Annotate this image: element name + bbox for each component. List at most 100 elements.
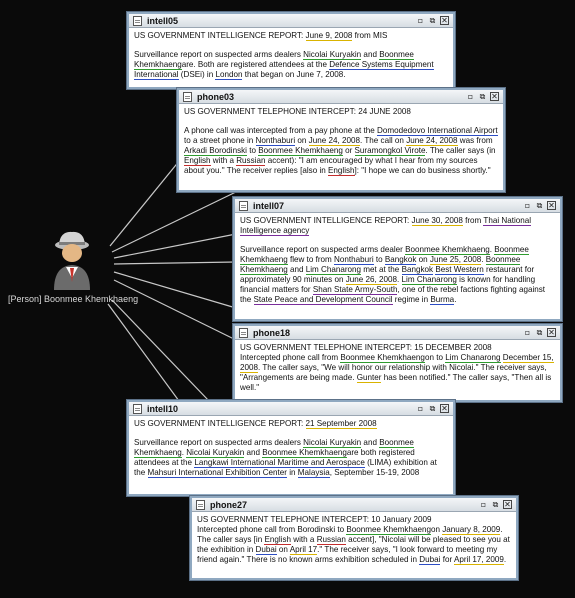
entity-link-green[interactable]: Boonmee Khemkhaeng xyxy=(258,146,343,156)
entity-link-blue[interactable]: Dubai xyxy=(255,545,277,555)
entity-link-blue[interactable]: Malaysia xyxy=(297,468,330,478)
entity-link-purple[interactable]: Shan State Army-South xyxy=(312,285,398,295)
titlebar[interactable]: intell05 ▫ ⧉ ✕ xyxy=(129,14,453,28)
entity-link-yellow[interactable]: June 24, 2008 xyxy=(406,136,458,146)
entity-link-blue[interactable]: Nonthaburi xyxy=(334,255,374,265)
report-text: US GOVERNMENT TELEPHONE INTERCEPT: 24 JU… xyxy=(184,107,411,116)
window-phone18[interactable]: phone18 ▫ ⧉ ✕ US GOVERNMENT TELEPHONE IN… xyxy=(233,324,562,402)
entity-link-blue[interactable]: Mahsuri International Exhibition Center xyxy=(147,468,287,478)
close-icon[interactable]: ✕ xyxy=(440,16,449,25)
report-text: that began on June 7, 2008. xyxy=(242,70,346,79)
titlebar[interactable]: phone18 ▫ ⧉ ✕ xyxy=(235,326,560,340)
entity-link-yellow[interactable]: April 17 xyxy=(289,545,318,555)
entity-link-green[interactable]: Boonmee Khemkhaeng xyxy=(240,255,521,275)
report-paragraph: Surveillance report on suspected arms de… xyxy=(134,50,448,80)
link-intell07 xyxy=(113,233,237,259)
report-text: to xyxy=(373,255,385,264)
entity-link-yellow[interactable]: April 17, 2009 xyxy=(453,555,504,565)
restore-icon[interactable]: ⧉ xyxy=(536,328,543,337)
entity-link-green[interactable]: Lim Chanarong xyxy=(401,275,457,285)
report-text: . The caller says [in xyxy=(197,525,503,544)
link-phone03 xyxy=(109,159,181,247)
entity-link-blue[interactable]: Nonthaburi xyxy=(255,136,296,146)
entity-link-green[interactable]: Boonmee Khemkhaeng xyxy=(405,245,490,255)
entity-link-blue[interactable]: Bangkok xyxy=(384,255,417,265)
report-text: regime in xyxy=(392,295,431,304)
restore-icon[interactable]: ⧉ xyxy=(429,404,436,413)
entity-link-purple[interactable]: State Peace and Development Council xyxy=(253,295,393,305)
window-intell10[interactable]: intell10 ▫ ⧉ ✕ US GOVERNMENT INTELLIGENC… xyxy=(127,400,455,496)
entity-link-blue[interactable]: Domodedovo International Airport xyxy=(377,126,498,136)
entity-link-green[interactable]: Nicolai Kuryakin xyxy=(303,438,362,448)
entity-link-yellow[interactable]: June 24, 2008 xyxy=(308,136,360,146)
entity-link-blue[interactable]: Defence Systems Equipment International xyxy=(134,60,434,80)
minimize-icon[interactable]: ▫ xyxy=(417,16,424,25)
entity-link-blue[interactable]: London xyxy=(215,70,243,80)
document-icon xyxy=(133,15,142,26)
entity-link-blue[interactable]: Langkawi International Maritime and Aero… xyxy=(194,458,365,468)
close-icon[interactable]: ✕ xyxy=(503,500,512,509)
entity-link-yellow[interactable]: June 30, 2008 xyxy=(411,216,463,226)
entity-link-yellow[interactable]: 21 September 2008 xyxy=(305,419,377,429)
entity-link-yellow[interactable]: January 8, 2009 xyxy=(442,525,501,535)
entity-link-green[interactable]: Lim Chanarong xyxy=(445,353,501,363)
window-intell07[interactable]: intell07 ▫ ⧉ ✕ US GOVERNMENT INTELLIGENC… xyxy=(233,197,562,321)
restore-icon[interactable]: ⧉ xyxy=(492,500,499,509)
entity-link-blue[interactable]: Burma xyxy=(430,295,455,305)
titlebar[interactable]: intell07 ▫ ⧉ ✕ xyxy=(235,199,560,213)
close-icon[interactable]: ✕ xyxy=(440,404,449,413)
entity-link-yellow[interactable]: December 15, 2008 xyxy=(240,353,554,373)
report-text: accent): "I am encouraged by what I hear… xyxy=(184,156,478,175)
window-title: intell07 xyxy=(253,200,285,211)
entity-link-red[interactable]: Russian xyxy=(236,156,266,166)
close-icon[interactable]: ✕ xyxy=(547,328,556,337)
close-icon[interactable]: ✕ xyxy=(547,201,556,210)
entity-link-green[interactable]: Boonmee Khemkhaeng xyxy=(134,50,414,70)
report-text: Surveillance report on suspected arms de… xyxy=(134,50,304,59)
entity-link-red[interactable]: Russian xyxy=(316,535,346,545)
entity-link-green[interactable]: Boonmee Khemkhaeng xyxy=(262,448,347,458)
report-text: on xyxy=(295,136,309,145)
minimize-icon[interactable]: ▫ xyxy=(417,404,424,413)
entity-link-blue[interactable]: Bangkok xyxy=(401,265,434,275)
minimize-icon[interactable]: ▫ xyxy=(480,500,487,509)
window-intell05[interactable]: intell05 ▫ ⧉ ✕ US GOVERNMENT INTELLIGENC… xyxy=(127,12,455,89)
report-paragraph: A phone call was intercepted from a pay … xyxy=(184,126,498,176)
restore-icon[interactable]: ⧉ xyxy=(536,201,543,210)
entity-link-green[interactable]: Nicolai Kuryakin xyxy=(186,448,245,458)
entity-link-green[interactable]: Arkadi Borodinski xyxy=(184,146,247,156)
restore-icon[interactable]: ⧉ xyxy=(429,16,436,25)
entity-link-yellow[interactable]: Gunter xyxy=(356,373,382,383)
report-text: from xyxy=(462,216,484,225)
entity-link-purple[interactable]: Thai National Intelligence agency xyxy=(240,216,532,236)
entity-link-green[interactable]: Nicolai Kuryakin xyxy=(303,50,362,60)
window-phone03[interactable]: phone03 ▫ ⧉ ✕ US GOVERNMENT TELEPHONE IN… xyxy=(177,88,505,192)
restore-icon[interactable]: ⧉ xyxy=(479,92,486,101)
report-text: US GOVERNMENT TELEPHONE INTERCEPT: 10 Ja… xyxy=(197,515,432,524)
close-icon[interactable]: ✕ xyxy=(490,92,499,101)
entity-link-red[interactable]: English xyxy=(328,166,355,176)
window-phone27[interactable]: phone27 ▫ ⧉ ✕ US GOVERNMENT TELEPHONE IN… xyxy=(190,496,518,580)
entity-link-yellow[interactable]: June 25, 2008 xyxy=(429,255,482,265)
titlebar[interactable]: intell10 ▫ ⧉ ✕ xyxy=(129,402,453,416)
entity-link-green[interactable]: Boonmee Khemkhaeng xyxy=(346,525,431,535)
entity-link-green[interactable]: Lim Chanarong xyxy=(305,265,362,275)
entity-link-green[interactable]: Suramongkol Virote xyxy=(354,146,426,156)
minimize-icon[interactable]: ▫ xyxy=(524,201,531,210)
titlebar[interactable]: phone27 ▫ ⧉ ✕ xyxy=(192,498,516,512)
entity-link-red[interactable]: English xyxy=(184,156,211,166)
entity-link-green[interactable]: Boonmee Khemkhaeng xyxy=(340,353,425,363)
minimize-icon[interactable]: ▫ xyxy=(524,328,531,337)
entity-link-red[interactable]: English xyxy=(264,535,292,545)
spy-person-icon[interactable] xyxy=(40,228,104,292)
report-body: US GOVERNMENT INTELLIGENCE REPORT: 21 Se… xyxy=(129,416,453,481)
entity-link-yellow[interactable]: June 9, 2008 xyxy=(305,31,353,41)
titlebar[interactable]: phone03 ▫ ⧉ ✕ xyxy=(179,90,503,104)
report-body: US GOVERNMENT INTELLIGENCE REPORT: June … xyxy=(235,213,560,308)
entity-link-green[interactable]: Boonmee Khemkhaeng xyxy=(134,438,414,458)
minimize-icon[interactable]: ▫ xyxy=(467,92,474,101)
entity-link-yellow[interactable]: June 26, 2008 xyxy=(345,275,398,285)
entity-link-blue[interactable]: Dubai xyxy=(419,555,441,565)
entity-link-green[interactable]: Boonmee Khemkhaeng xyxy=(240,245,529,265)
entity-link-blue[interactable]: Best Western xyxy=(435,265,484,275)
